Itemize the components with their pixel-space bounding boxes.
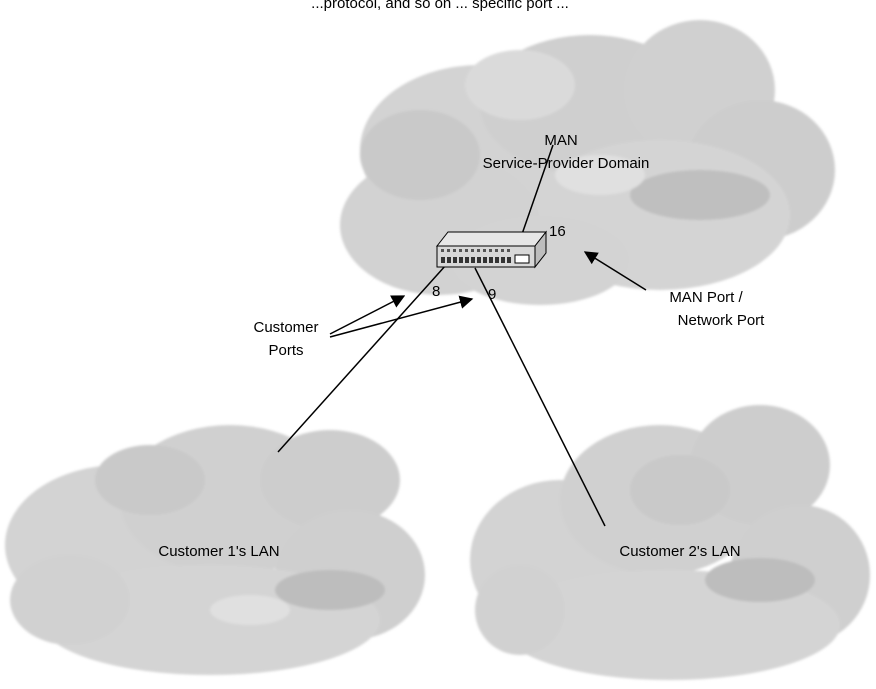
customer1-lan-cloud (5, 425, 425, 675)
man-port-label-2: Network Port (678, 312, 766, 329)
customer1-lan-label: Customer 1's LAN (158, 543, 279, 560)
switch-port-leds (441, 249, 510, 252)
customer2-lan-cloud (470, 405, 870, 680)
port-9-label: 9 (488, 286, 496, 303)
man-port-arrow (583, 251, 647, 291)
customer-ports-label-2: Ports (268, 342, 303, 359)
port-16-label: 16 (549, 223, 566, 240)
switch-uplink-port (514, 254, 530, 264)
switch-device (435, 230, 548, 269)
customer-ports-arrow-1 (329, 295, 406, 335)
customer-ports-label-1: Customer (253, 319, 318, 336)
link-port8-to-customer1 (277, 264, 447, 453)
customer2-lan-label: Customer 2's LAN (619, 543, 740, 560)
port-8-label: 8 (432, 283, 440, 300)
switch-port-sockets (441, 257, 511, 263)
switch-top-face (435, 231, 548, 247)
top-caption: ...protocol, and so on ... specific port… (311, 0, 569, 12)
man-domain-label: Service-Provider Domain (483, 155, 650, 172)
link-port9-to-customer2 (474, 267, 606, 527)
man-port-label-1: MAN Port / (669, 289, 743, 306)
man-label: MAN (544, 132, 577, 149)
customer-ports-arrow-2 (329, 295, 474, 338)
